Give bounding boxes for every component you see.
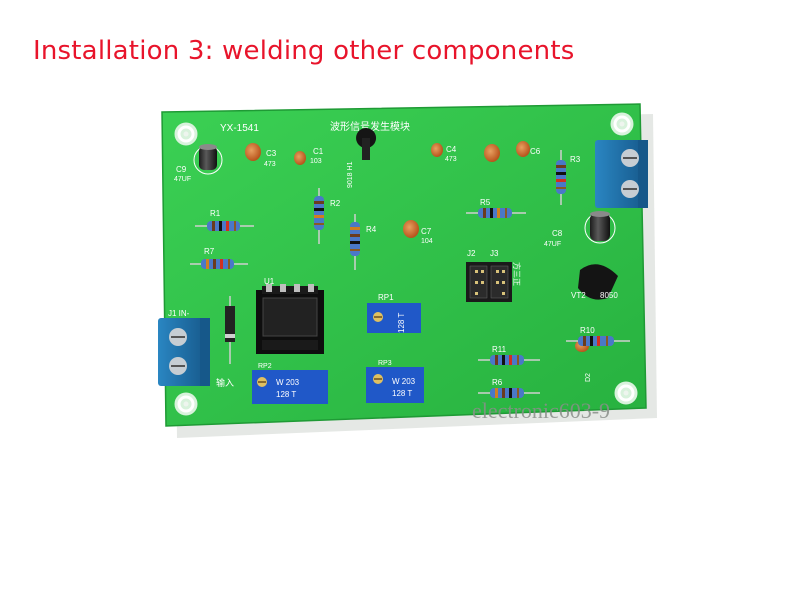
- label-c7: C7: [421, 227, 432, 236]
- label-c6: C6: [530, 147, 541, 156]
- label-j3: J3: [490, 249, 499, 258]
- resistor-r2: [314, 188, 324, 244]
- capacitor-c9: [193, 144, 223, 175]
- label-r10: R10: [580, 326, 595, 335]
- transistor-vt1: [356, 128, 377, 160]
- label-vt2: VT2: [571, 291, 586, 300]
- label-rp2: RP2: [258, 363, 272, 370]
- label-c4-value: 473: [445, 156, 457, 163]
- board-name: 波形信号发生模块: [330, 120, 410, 133]
- label-r2: R2: [330, 199, 341, 208]
- terminal-block-left: [158, 318, 210, 386]
- ic-u1: [256, 284, 324, 354]
- mounting-holes: [174, 112, 638, 416]
- label-input: 输入: [216, 377, 234, 388]
- resistor-r1: [195, 221, 254, 231]
- board-model: YX-1541: [220, 123, 259, 134]
- potentiometer-rp1: [367, 303, 421, 333]
- label-c3-value: 473: [264, 161, 276, 168]
- label-c8: C8: [552, 229, 563, 238]
- label-r3: R3: [570, 155, 581, 164]
- rp1-code: 128 T: [397, 313, 406, 333]
- label-c1: C1: [313, 147, 324, 156]
- label-j2: J2: [467, 249, 476, 258]
- label-rp1: RP1: [378, 293, 394, 302]
- label-vt1: 9018 H1: [347, 161, 354, 188]
- label-c7-value: 104: [421, 238, 433, 245]
- label-r7: R7: [204, 247, 215, 256]
- jumper-headers: [466, 262, 512, 302]
- page-title: Installation 3: welding other components: [33, 36, 575, 66]
- resistor-r6: [478, 388, 540, 398]
- watermark: electronic603-9: [472, 398, 611, 423]
- label-r5: R5: [480, 198, 491, 207]
- resistor-r5: [466, 208, 526, 218]
- label-r11: R11: [492, 345, 507, 354]
- resistor-r11: [478, 355, 540, 365]
- rp3-code-2: 128 T: [392, 389, 412, 398]
- label-rp3: RP3: [378, 360, 392, 367]
- resistor-r3: [556, 150, 566, 205]
- label-vt2-value: 8050: [600, 291, 618, 300]
- capacitor-c8: [584, 211, 616, 244]
- ceramic-capacitors: [245, 141, 589, 352]
- label-r1: R1: [210, 209, 221, 218]
- potentiometer-rp3: [366, 367, 424, 403]
- rp2-code: W 203: [276, 378, 300, 387]
- label-u1: U1: [264, 277, 275, 286]
- label-c4: C4: [446, 145, 457, 154]
- resistors: [190, 150, 630, 398]
- rp2-code-2: 128 T: [276, 390, 296, 399]
- resistor-r4: [350, 214, 360, 270]
- label-c3: C3: [266, 149, 277, 158]
- potentiometer-rp2: [252, 370, 328, 404]
- diode: [225, 296, 235, 364]
- label-c9-value: 47UF: [174, 176, 191, 183]
- resistor-r10: [566, 336, 630, 346]
- terminal-block-right: [595, 140, 648, 208]
- transistor-vt2: [578, 264, 618, 300]
- label-r4: R4: [366, 225, 377, 234]
- label-d2: D2: [585, 373, 592, 382]
- resistor-r7: [190, 259, 248, 269]
- label-c9: C9: [176, 165, 187, 174]
- rp3-code: W 203: [392, 377, 416, 386]
- label-c1-value: 103: [310, 158, 322, 165]
- label-c8-value: 47UF: [544, 241, 561, 248]
- label-j1: J1 IN-: [168, 309, 190, 318]
- label-r6: R6: [492, 378, 503, 387]
- label-waveform-select: 方三正: [512, 262, 522, 286]
